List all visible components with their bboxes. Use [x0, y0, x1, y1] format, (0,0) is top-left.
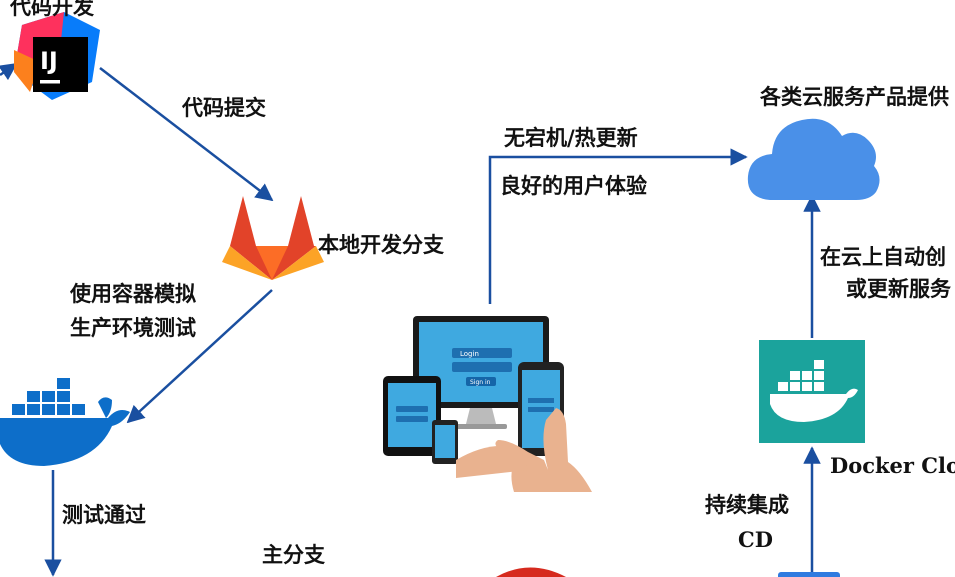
- ij-text: IJ: [40, 47, 58, 75]
- main-branch-red-shape: [496, 567, 566, 577]
- intellij-logo-icon: IJ: [14, 12, 100, 100]
- label-code-dev: 代码开发: [10, 0, 94, 19]
- label-auto-create-line1: 在云上自动创: [820, 244, 946, 269]
- label-local-branch: 本地开发分支: [318, 232, 444, 257]
- cloud-icon: [747, 118, 880, 200]
- arrow-devices-to-cloud: [488, 148, 748, 304]
- cd-blue-shape: [778, 572, 840, 577]
- label-continuous-line2: CD: [738, 527, 773, 552]
- docker-whale-icon: [0, 378, 130, 466]
- label-good-ux: 良好的用户体验: [500, 173, 647, 198]
- docker-cloud-icon: [759, 340, 865, 443]
- label-code-commit: 代码提交: [182, 95, 266, 120]
- flow-arrows: [0, 62, 821, 577]
- label-simulate-line1: 使用容器模拟: [70, 281, 196, 306]
- signin-text: Sign in: [470, 379, 491, 386]
- label-continuous-line1: 持续集成: [705, 492, 789, 517]
- label-auto-create-line2: 或更新服务: [846, 276, 951, 301]
- arrow-ide-to-gitlab: [99, 67, 274, 202]
- arrow-gitlab-to-docker: [126, 289, 273, 424]
- login-text: Login: [460, 350, 479, 358]
- label-cloud-products: 各类云服务产品提供: [760, 84, 949, 109]
- multi-device-login-icon: Login Sign in: [383, 316, 592, 492]
- arrow-into-ide: [0, 62, 18, 81]
- label-serverless-update: 无宕机/热更新: [504, 125, 638, 150]
- label-test-passed: 测试通过: [62, 502, 146, 527]
- label-docker-cloud: Docker Cloud: [830, 453, 955, 478]
- gitlab-fox-icon: [222, 196, 324, 280]
- label-main-branch: 主分支: [262, 542, 325, 567]
- label-simulate-line2: 生产环境测试: [70, 315, 196, 340]
